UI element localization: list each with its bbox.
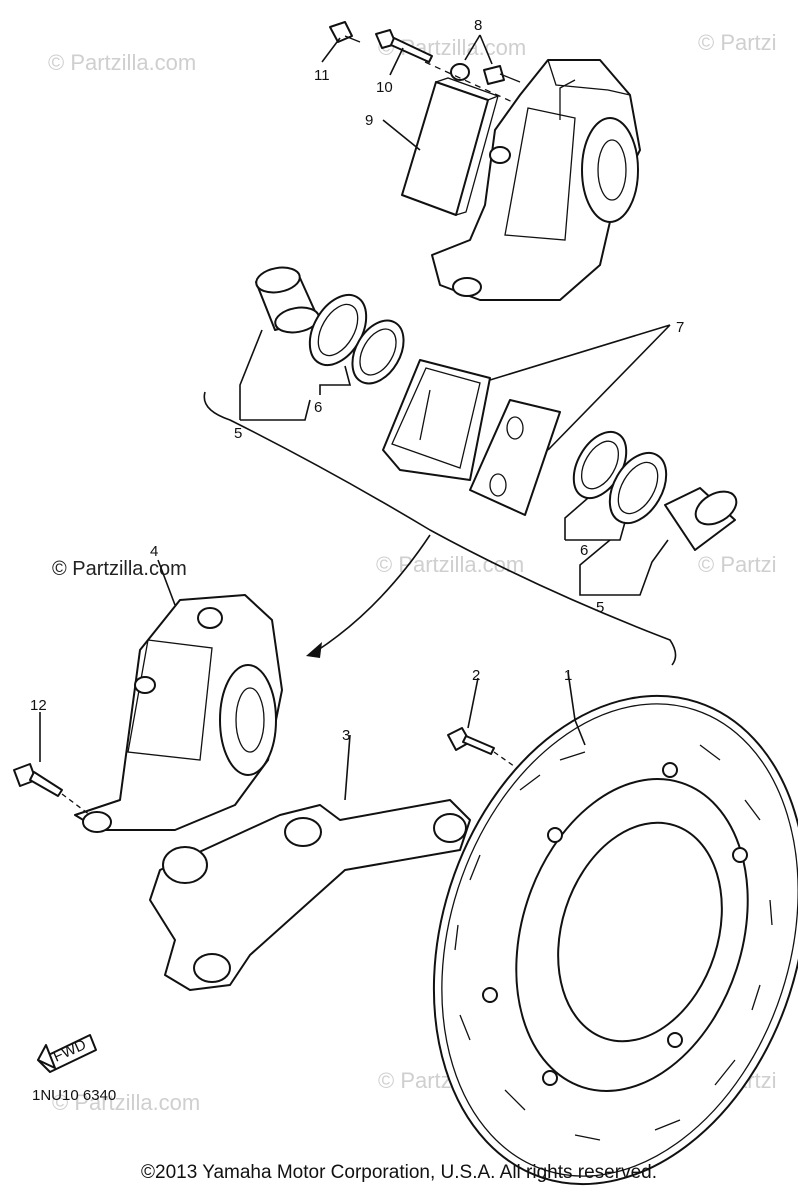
bolt-12-alignment <box>61 793 91 816</box>
seal-lower-2 <box>608 451 668 525</box>
callout-1: 1 <box>564 667 572 684</box>
caliper-mounting-bolt <box>13 763 63 797</box>
bolt-2-alignment <box>493 751 529 777</box>
bleed-screw <box>329 21 361 43</box>
pad-spring <box>401 77 500 216</box>
caliper-half-upper <box>431 59 641 301</box>
seal-upper-2 <box>351 319 405 385</box>
callout-12: 12 <box>30 697 47 714</box>
callout-6-upper: 6 <box>314 399 322 416</box>
caliper-assembly <box>74 594 283 833</box>
callout-9: 9 <box>365 112 373 129</box>
assembly-arrow <box>314 534 431 653</box>
watermark-bottom-left: © Partzilla.com <box>52 1090 200 1115</box>
brake-pad-1 <box>382 359 491 481</box>
callout-11: 11 <box>314 67 330 84</box>
disc-bolt <box>447 727 495 755</box>
callout-8: 8 <box>474 17 482 34</box>
caliper-bracket <box>149 799 471 991</box>
callout-2: 2 <box>472 667 480 684</box>
piston-upper <box>255 266 320 334</box>
alignment-line <box>424 61 531 111</box>
diagram-code: 1NU10 6340 <box>32 1087 116 1104</box>
watermark-mid-center: © Partzilla.com <box>376 552 524 577</box>
callout-6-lower: 6 <box>580 542 588 559</box>
group-bracket <box>203 391 677 666</box>
callout-10: 10 <box>376 79 393 96</box>
seal-lower-1 <box>572 430 628 500</box>
callout-5-lower: 5 <box>596 599 604 616</box>
plug-and-clip <box>450 63 521 85</box>
callout-7: 7 <box>676 319 684 336</box>
watermark-mid-left: © Partzilla.com <box>52 558 187 580</box>
watermark-mid-right: © Partzi <box>698 552 777 577</box>
brake-disc <box>432 694 798 1186</box>
copyright-notice: ©2013 Yamaha Motor Corporation, U.S.A. A… <box>141 1162 657 1183</box>
piston-lower <box>664 487 738 551</box>
pad-pin-bolt <box>375 29 433 63</box>
callout-3: 3 <box>342 727 350 744</box>
callout-5-upper: 5 <box>234 425 242 442</box>
forward-direction-arrow: FWD <box>37 1034 97 1073</box>
callout-4: 4 <box>150 543 158 560</box>
watermark-top-left: © Partzilla.com <box>48 50 196 75</box>
brake-pad-2 <box>469 399 561 516</box>
assembly-arrowhead <box>306 642 322 658</box>
callout-leaders <box>39 34 671 801</box>
watermark-top-right: © Partzi <box>698 30 777 55</box>
